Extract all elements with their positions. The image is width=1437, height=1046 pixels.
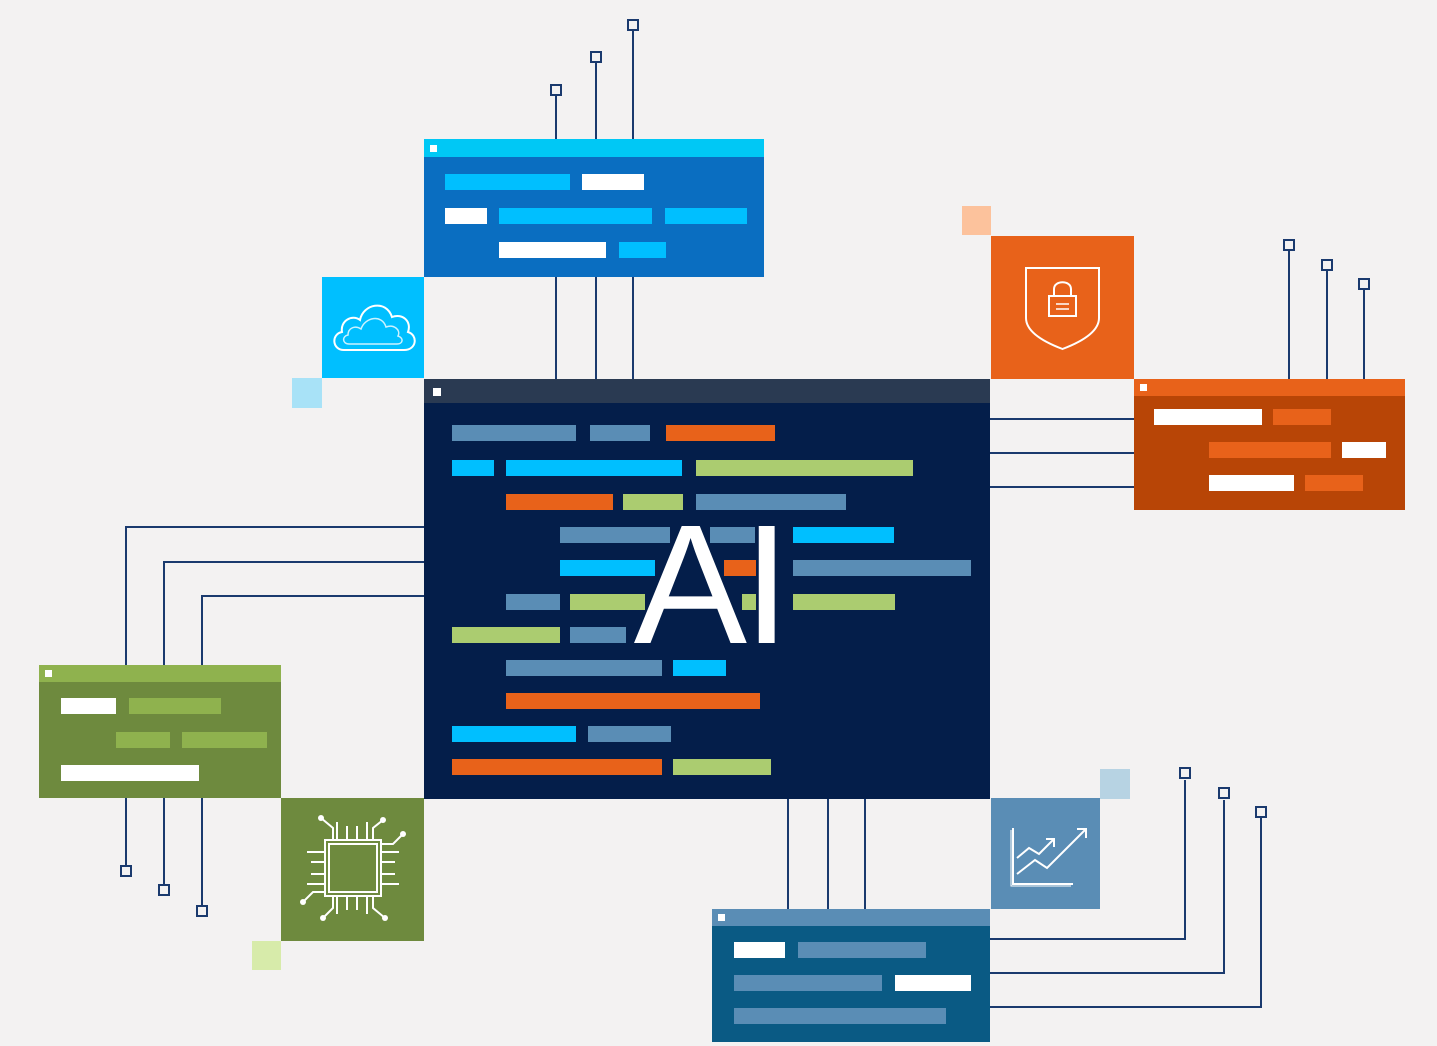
- security-tile: [991, 236, 1134, 379]
- code-line: [798, 942, 926, 958]
- code-line: [1209, 475, 1294, 491]
- accent-square-lime: [252, 941, 281, 970]
- code-line: [116, 732, 170, 748]
- top-code-window: [424, 139, 764, 277]
- code-line: [696, 460, 913, 476]
- window-dot: [430, 145, 437, 152]
- code-line: [619, 242, 666, 258]
- code-line: [452, 759, 662, 775]
- chip-tile: [281, 798, 424, 941]
- shield-lock-icon: [1025, 267, 1100, 351]
- code-line: [506, 494, 613, 510]
- code-line: [1209, 442, 1331, 458]
- code-line: [570, 627, 626, 643]
- window-titlebar: [39, 665, 281, 682]
- code-line: [61, 765, 199, 781]
- cloud-tile: [322, 277, 424, 378]
- left-code-window: [39, 665, 281, 798]
- code-line: [724, 560, 756, 576]
- code-line: [895, 975, 971, 991]
- cloud-icon: [333, 304, 416, 351]
- code-line: [623, 494, 683, 510]
- code-line: [582, 174, 644, 190]
- microchip-icon: [300, 815, 406, 921]
- code-line: [734, 975, 882, 991]
- code-line: [452, 425, 576, 441]
- code-line: [499, 242, 606, 258]
- code-line: [793, 527, 894, 543]
- bottom-code-window: [712, 909, 990, 1042]
- code-line: [590, 425, 650, 441]
- code-line: [734, 1008, 946, 1024]
- code-line: [734, 942, 785, 958]
- growth-chart-icon: [1010, 828, 1087, 887]
- code-line: [452, 627, 560, 643]
- code-line: [793, 560, 971, 576]
- code-line: [445, 208, 487, 224]
- code-line: [560, 527, 670, 543]
- code-line: [1273, 409, 1331, 425]
- window-dot: [718, 914, 725, 921]
- code-line: [506, 660, 662, 676]
- code-line: [665, 208, 747, 224]
- code-line: [1305, 475, 1363, 491]
- code-line: [742, 594, 756, 610]
- code-line: [1342, 442, 1386, 458]
- window-titlebar: [424, 139, 764, 157]
- analytics-tile: [991, 798, 1100, 909]
- code-line: [506, 460, 682, 476]
- code-line: [452, 460, 494, 476]
- code-line: [793, 594, 895, 610]
- window-dot: [433, 388, 441, 396]
- code-line: [673, 759, 771, 775]
- code-line: [506, 693, 760, 709]
- code-line: [452, 726, 576, 742]
- code-line: [666, 425, 775, 441]
- code-line: [129, 698, 221, 714]
- accent-square-paleblue: [1100, 769, 1130, 799]
- code-line: [499, 208, 652, 224]
- code-line: [445, 174, 570, 190]
- central-ai-window: [424, 379, 990, 799]
- code-line: [560, 560, 655, 576]
- code-line: [1154, 409, 1262, 425]
- code-line: [588, 726, 671, 742]
- accent-square-peach: [962, 206, 991, 235]
- right-code-window: [1134, 379, 1405, 510]
- code-line: [182, 732, 267, 748]
- code-line: [696, 494, 846, 510]
- code-line: [570, 594, 645, 610]
- code-line: [506, 594, 560, 610]
- accent-square-lightblue: [292, 378, 322, 408]
- code-line: [61, 698, 116, 714]
- window-dot: [1140, 384, 1147, 391]
- window-titlebar: [1134, 379, 1405, 396]
- code-line: [673, 660, 726, 676]
- ai-label: AI: [633, 490, 791, 680]
- window-dot: [45, 670, 52, 677]
- code-line: [710, 527, 755, 543]
- window-titlebar: [424, 379, 990, 403]
- window-titlebar: [712, 909, 990, 926]
